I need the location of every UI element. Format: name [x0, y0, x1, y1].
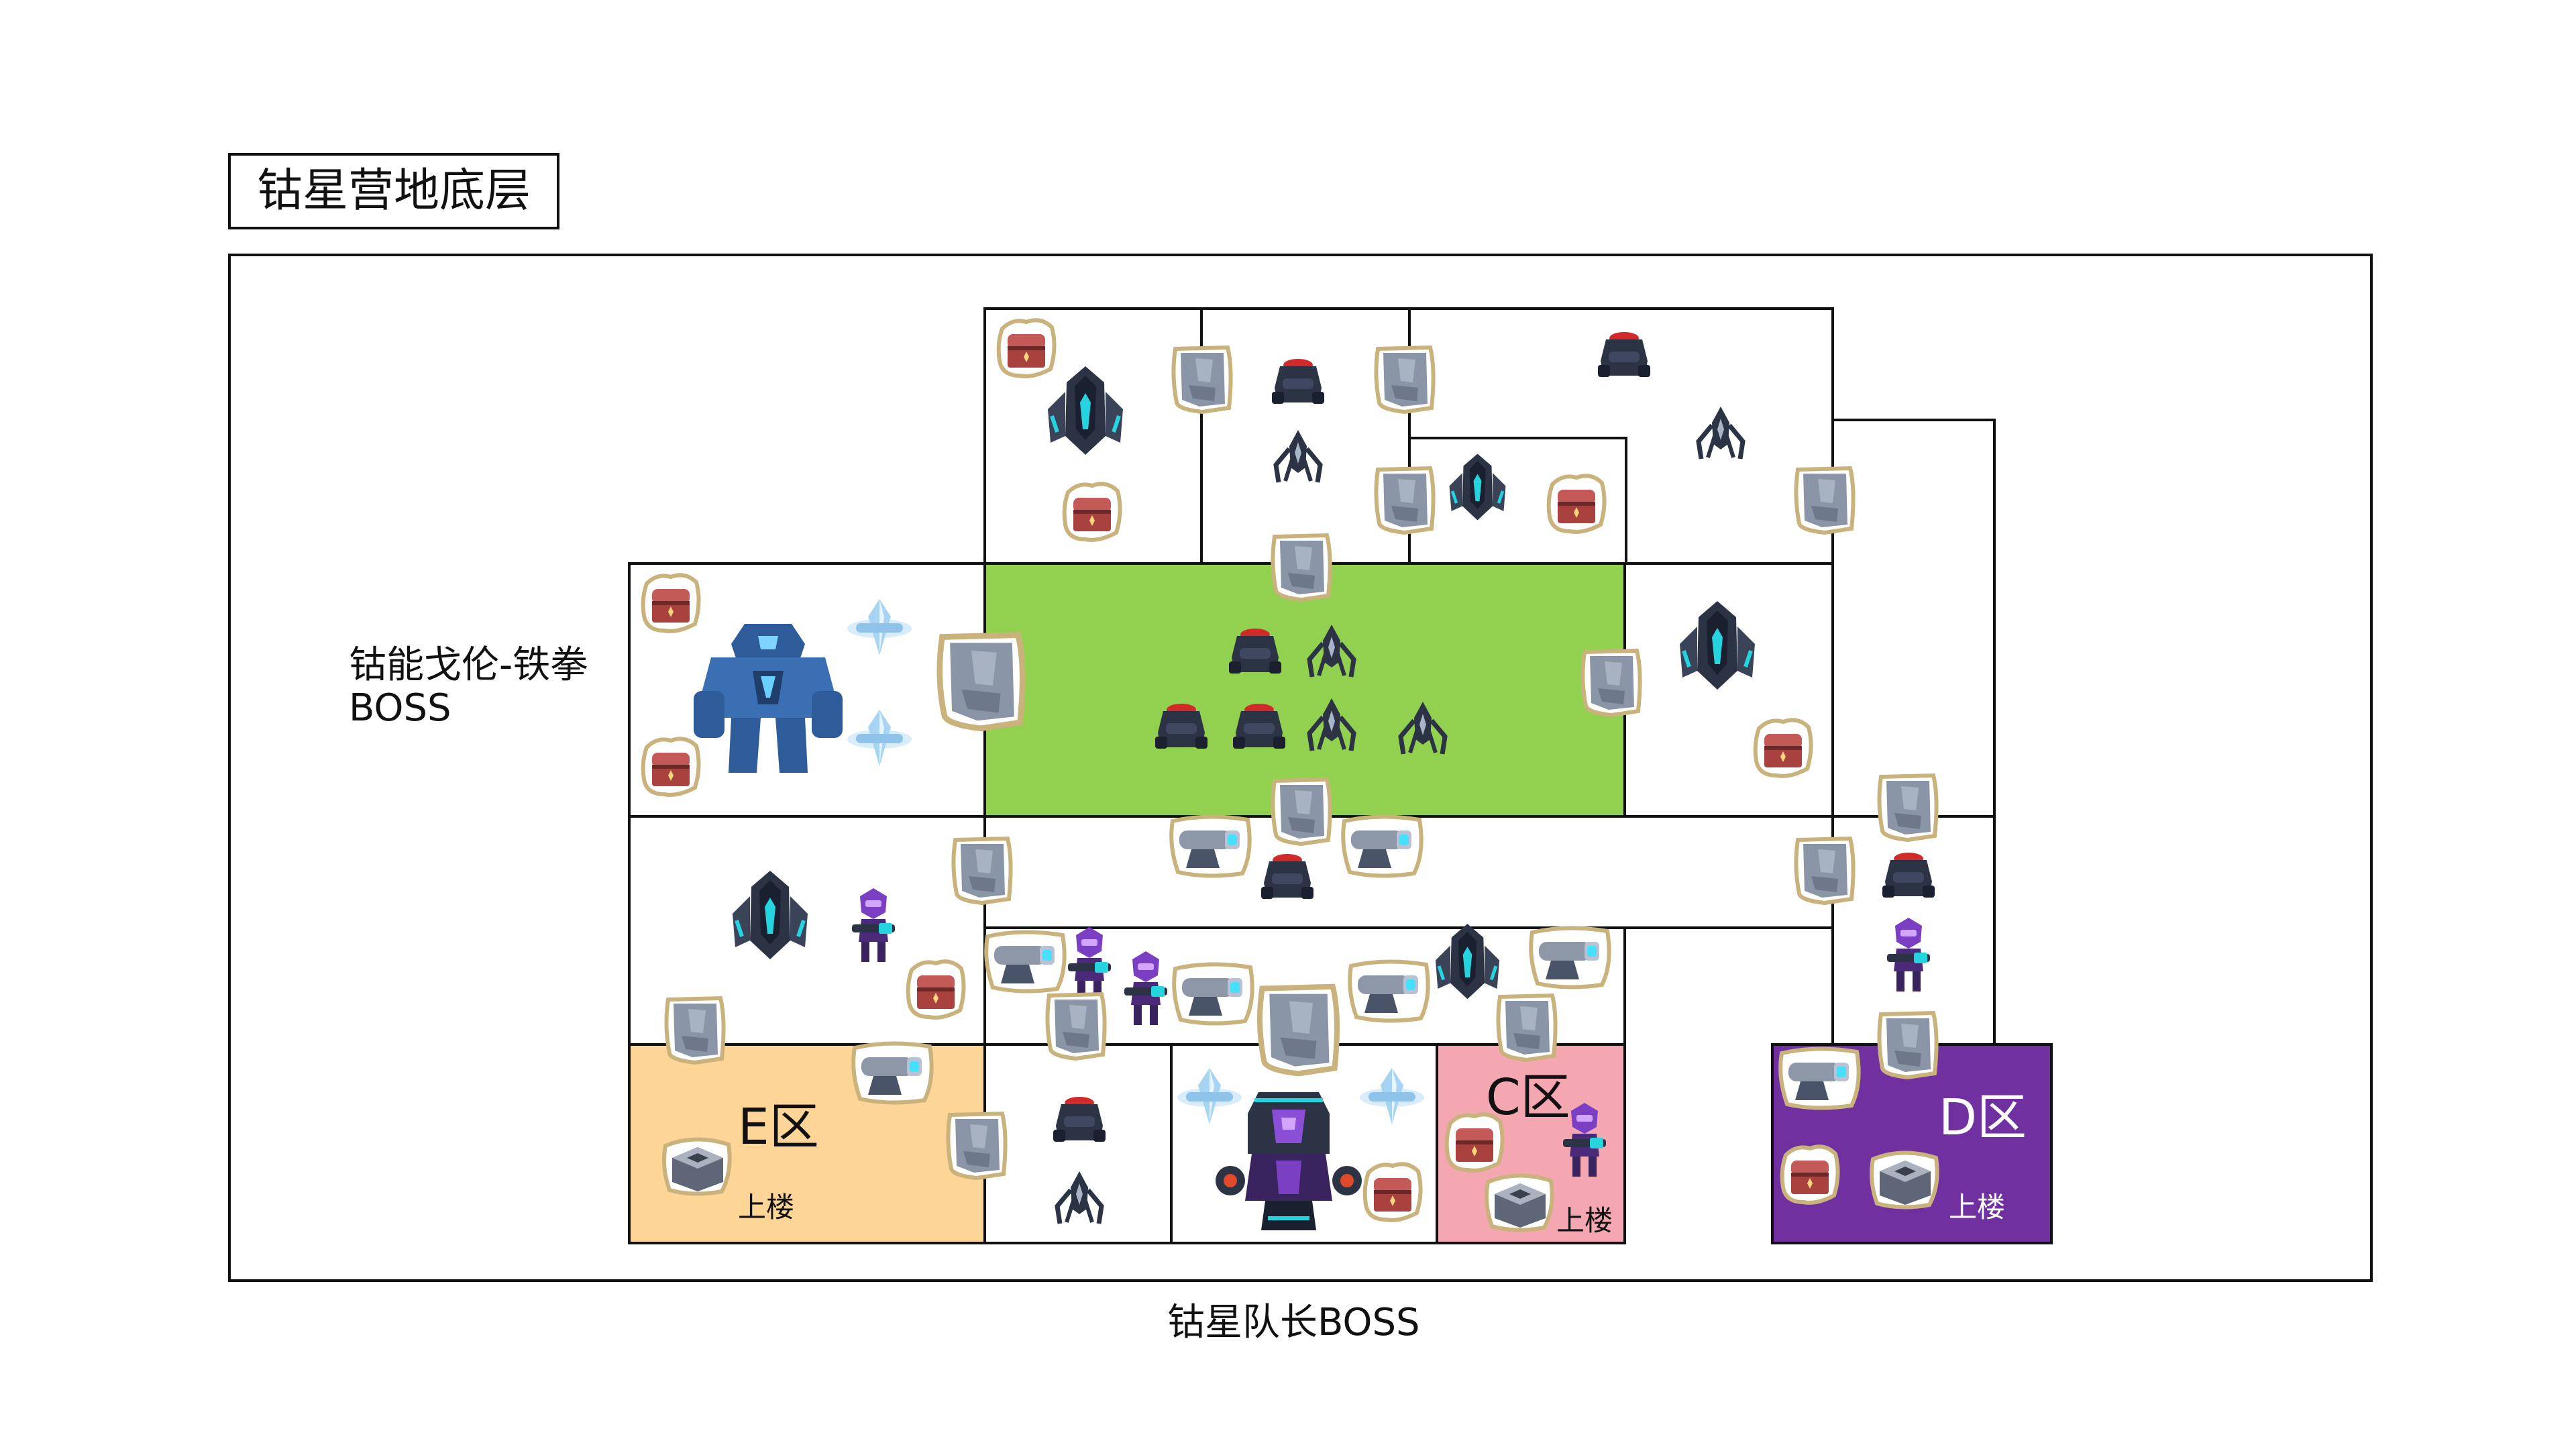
page-title: 钴星营地底层 [228, 153, 559, 229]
spider-icon [1049, 1167, 1110, 1228]
boss-bottom-label: 钴星队长BOSS [1167, 1301, 1420, 1344]
cannon-icon [1346, 957, 1433, 1024]
turret-icon [1594, 327, 1654, 381]
turret-icon [1151, 699, 1212, 753]
stone-icon [943, 1108, 1010, 1182]
boss-left-suffix: BOSS [349, 686, 451, 730]
stone-icon [1791, 833, 1858, 907]
crystal-icon [843, 704, 916, 771]
chest-icon [1776, 1140, 1843, 1208]
crystal-icon [1355, 1063, 1429, 1130]
stairs-icon [1868, 1144, 1941, 1212]
soldier-icon [1882, 915, 1935, 996]
zone-e-upstairs-label: 上楼 [738, 1191, 795, 1224]
chest-icon [993, 314, 1060, 381]
stone-icon [1268, 774, 1335, 848]
stone-icon [1578, 645, 1645, 719]
chest-icon [1059, 478, 1126, 545]
stone-icon [1371, 463, 1438, 537]
crystal-icon [843, 594, 916, 661]
turret-icon [1229, 699, 1289, 753]
chest-icon [1441, 1108, 1508, 1175]
soldier-icon [1558, 1100, 1611, 1181]
boss-left-label: 钴能戈伦-铁拳 [349, 643, 588, 687]
chest-icon [902, 955, 969, 1022]
crystal-icon [1173, 1063, 1246, 1130]
soldier-icon [847, 885, 900, 966]
stone-icon [1874, 1008, 1941, 1081]
stone-icon [1268, 530, 1335, 604]
robot-icon [1442, 451, 1513, 527]
zone-d-label: D区 [1939, 1089, 2027, 1146]
stone-icon [1493, 990, 1560, 1064]
soldier-icon [1119, 949, 1173, 1029]
chest-icon [1543, 470, 1610, 537]
spider-icon [1393, 698, 1453, 758]
stone-icon [949, 833, 1016, 907]
turret-icon [1049, 1092, 1110, 1146]
chest-icon [637, 569, 704, 636]
zone-d-upstairs-label: 上楼 [1949, 1191, 2006, 1224]
zone-e-label: E区 [738, 1098, 819, 1156]
stone-icon [1042, 989, 1110, 1063]
captain-icon [1212, 1087, 1366, 1234]
stone-icon [1371, 342, 1438, 416]
spider-icon [1268, 426, 1328, 486]
cannon-icon [982, 927, 1069, 994]
spider-icon [1690, 402, 1751, 463]
cannon-icon [1339, 812, 1426, 879]
robot-icon [1670, 597, 1764, 698]
stone-icon [932, 627, 1030, 735]
spider-icon [1301, 694, 1362, 755]
turret-icon [1225, 624, 1285, 678]
room-top-2 [1200, 307, 1411, 565]
floor-frame [228, 254, 2373, 1282]
cannon-icon [1527, 923, 1614, 990]
stone-icon [1874, 770, 1941, 844]
stone-icon [661, 993, 729, 1067]
room-mid-right [1623, 562, 1834, 818]
golem-icon [691, 617, 845, 778]
cannon-icon [1170, 959, 1257, 1026]
robot-icon [1428, 920, 1507, 1006]
zone-c-upstairs-label: 上楼 [1556, 1204, 1613, 1237]
stairs-icon [1483, 1167, 1556, 1234]
stone-icon [1253, 979, 1344, 1079]
cannon-icon [1776, 1044, 1864, 1111]
robot-icon [1038, 362, 1132, 463]
stone-icon [1791, 463, 1858, 537]
stairs-icon [660, 1131, 734, 1198]
chest-icon [1750, 714, 1817, 781]
turret-icon [1268, 354, 1328, 408]
zone-c-label: C区 [1486, 1069, 1570, 1126]
stone-icon [1169, 342, 1236, 416]
turret-icon [1257, 849, 1318, 903]
robot-icon [723, 867, 817, 967]
chest-icon [637, 733, 704, 800]
spider-icon [1301, 621, 1362, 681]
chest-icon [1359, 1158, 1426, 1225]
cannon-icon [1167, 812, 1254, 879]
turret-icon [1878, 848, 1939, 902]
cannon-icon [849, 1038, 936, 1106]
